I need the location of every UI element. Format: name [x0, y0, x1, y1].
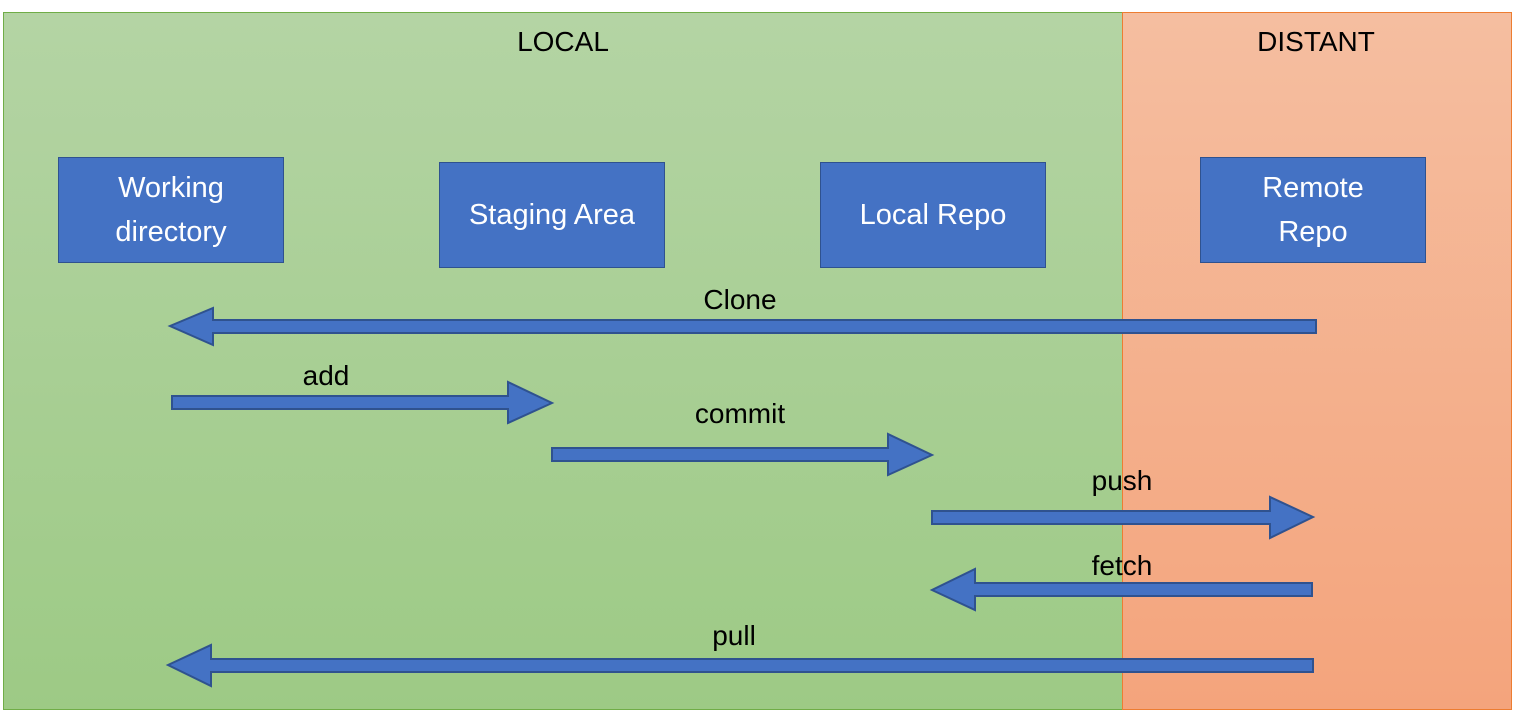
push-label: push [1091, 465, 1153, 496]
clone-label: Clone [703, 284, 777, 315]
fetch-arrow [929, 567, 1313, 612]
commit-arrow [551, 432, 935, 477]
push-arrow [931, 495, 1316, 540]
fetch-label: fetch [1091, 550, 1153, 581]
distant-region-title: DISTANT [1257, 26, 1375, 57]
local-region [3, 12, 1123, 710]
add-label: add [302, 360, 350, 391]
commit-label: commit [694, 398, 786, 429]
staging-area-box: Staging Area [439, 162, 665, 268]
clone-arrow [167, 306, 1317, 347]
remote-repo-box: Remote Repo [1200, 157, 1426, 263]
local-region-title: LOCAL [517, 26, 609, 57]
pull-label: pull [712, 620, 756, 651]
local-repo-box: Local Repo [820, 162, 1046, 268]
pull-arrow [165, 643, 1314, 688]
add-arrow [171, 380, 555, 425]
working-directory-box: Working directory [58, 157, 284, 263]
